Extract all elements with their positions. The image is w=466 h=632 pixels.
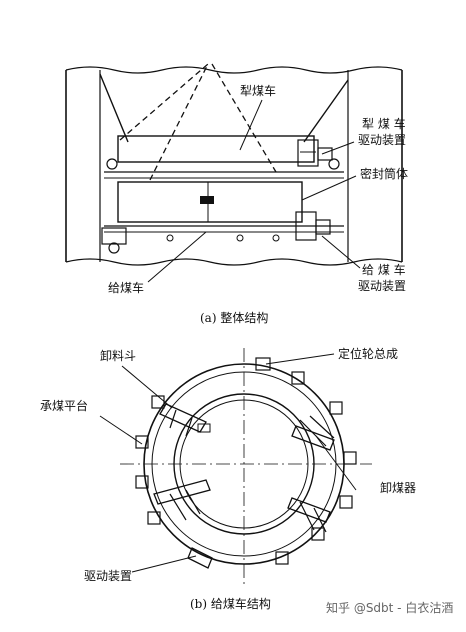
label-unloader: 卸煤器: [380, 480, 416, 495]
plow-drive-device: [297, 139, 333, 167]
figure-a-overall-structure: 犁煤车 犁 煤 车 驱动装置 密封筒体 给 煤 车 驱动装置 给煤车 (a) 整…: [65, 63, 408, 325]
positioning-wheel-l3: [135, 475, 149, 489]
positioning-wheel-l2: [135, 435, 149, 449]
plow-wheel-left: [106, 158, 118, 170]
positioning-wheel-r2: [343, 451, 357, 465]
leader-positioning-wheel: [265, 353, 335, 365]
positioning-wheel-b: [275, 551, 289, 565]
feeder-drive-device: [295, 211, 331, 241]
hopper-line-right: [303, 79, 349, 143]
label-seal-cylinder: 密封筒体: [360, 166, 408, 181]
leader-unloader: [315, 435, 357, 491]
plow-dashed-left: [119, 63, 209, 181]
unloading-hopper-upper-left: [159, 403, 211, 437]
inner-ring-inner: [179, 399, 309, 529]
leader-drive-device: [131, 555, 197, 573]
feeder-wheel-3: [272, 234, 280, 242]
break-line-bottom: [65, 258, 403, 266]
feeder-car-left-drive: [101, 227, 127, 254]
label-positioning-wheel: 定位轮总成: [338, 346, 398, 361]
label-plow-drive-line1: 犁 煤 车: [362, 116, 406, 131]
label-coal-platform: 承煤平台: [40, 398, 88, 413]
hopper-line-left: [99, 73, 129, 143]
leader-seal-cylinder: [301, 175, 357, 201]
plow-dashed-right: [211, 63, 277, 173]
leader-plow-drive: [321, 141, 355, 155]
plow-wheel-right: [328, 158, 340, 170]
plow-car-body: [117, 135, 315, 163]
label-feeder-drive-line2: 驱动装置: [358, 279, 406, 293]
label-plow-drive-line2: 驱动装置: [358, 133, 406, 147]
drive-device-bottom: [187, 547, 213, 569]
leader-feeder-car: [147, 231, 207, 283]
positioning-wheels: [135, 357, 357, 565]
outer-ring-inner: [151, 371, 337, 557]
seal-center-block: [200, 196, 214, 204]
leader-unloading-hopper: [121, 365, 173, 409]
label-unloading-hopper: 卸料斗: [100, 348, 136, 363]
label-plow-car: 犁煤车: [240, 83, 276, 98]
unloader-upper-right: [291, 415, 335, 451]
label-drive-device: 驱动装置: [84, 569, 132, 583]
leader-feeder-drive: [321, 235, 361, 269]
figure-b-feeder-car-structure: 定位轮总成 卸料斗 承煤平台 卸煤器 驱动装置 (b) 给煤车结构: [40, 346, 416, 611]
positioning-wheel-top: [255, 357, 271, 371]
leader-coal-platform: [99, 415, 143, 445]
leader-plow-car: [239, 99, 263, 151]
caption-a: (a) 整体结构: [200, 310, 268, 325]
positioning-wheel-l4: [147, 511, 161, 525]
seal-cylinder-body: [117, 181, 303, 223]
unloader-lower-right: [287, 497, 331, 533]
feeder-wheel-1: [166, 234, 174, 242]
positioning-wheel-r3: [339, 495, 353, 509]
caption-b: (b) 给煤车结构: [190, 596, 271, 611]
label-feeder-drive-line1: 给 煤 车: [362, 262, 406, 277]
positioning-wheel-r1: [329, 401, 343, 415]
unloading-hopper-lower-left: [153, 479, 211, 521]
positioning-wheel-tr: [291, 371, 305, 385]
feeder-wheel-2: [236, 234, 244, 242]
positioning-wheel-br: [311, 527, 325, 541]
label-feeder-car: 给煤车: [108, 280, 144, 295]
break-line-top: [65, 66, 403, 74]
inner-ring: [173, 393, 315, 535]
watermark-text: 知乎 @Sdbt - 白衣沽酒: [326, 600, 453, 615]
